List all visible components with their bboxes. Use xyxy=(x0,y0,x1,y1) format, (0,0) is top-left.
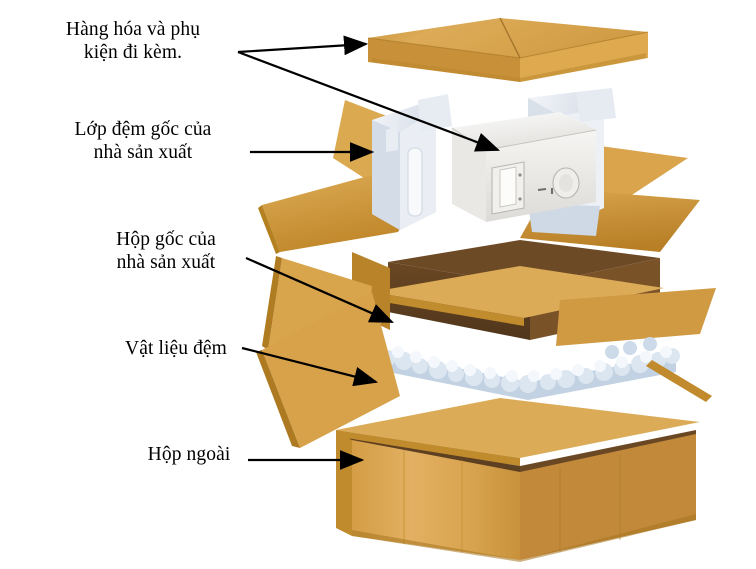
callout-label-foam: Lớp đệm gốc của nhà sản xuất xyxy=(74,119,212,163)
outer-carton-lid xyxy=(367,17,649,82)
callout-label-cushion: Vật liệu đệm xyxy=(125,338,227,359)
arrow-cushion xyxy=(241,346,379,387)
arrow-goods-to-lid xyxy=(237,35,369,56)
callout-label-inner-box: Hộp gốc của nhà sản xuất xyxy=(116,229,216,273)
arrow-goods-to-device xyxy=(237,50,501,152)
callout-label-goods: Hàng hóa và phụ kiện đi kèm. xyxy=(65,19,201,63)
callout-label-outer-box: Hộp ngoài xyxy=(147,444,231,465)
manufacturer-original-carton xyxy=(262,240,716,392)
outer-shipping-carton xyxy=(256,292,712,562)
arrow-inner-box xyxy=(245,256,395,324)
callout-arrows xyxy=(237,35,501,470)
merchandise-device xyxy=(451,112,597,222)
